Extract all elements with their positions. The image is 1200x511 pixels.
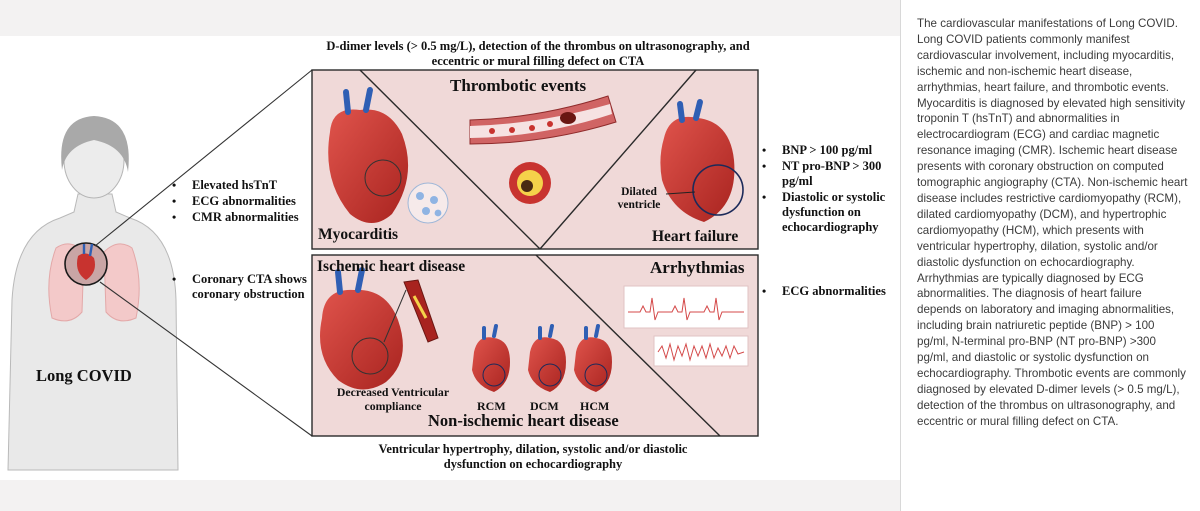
label-hcm: HCM [580, 399, 609, 414]
arrhythmia-criterion: ECG abnormalities [762, 284, 898, 299]
patient-body [8, 194, 178, 470]
heart-failure-criteria-list: BNP > 100 pg/ml NT pro-BNP > 300 pg/ml D… [762, 143, 898, 236]
panel-title-heart-failure: Heart failure [652, 228, 738, 246]
immune-cell-2 [430, 196, 438, 204]
immune-cell-3 [422, 207, 430, 215]
caption-panel[interactable]: The cardiovascular manifestations of Lon… [900, 0, 1200, 511]
immune-cell-4 [435, 210, 442, 217]
blood-cell-2 [509, 127, 515, 133]
label-rcm: RCM [477, 399, 506, 414]
heart-failure-criterion: BNP > 100 pg/ml [762, 143, 898, 158]
immune-cell-1 [416, 192, 424, 200]
panel-title-non-ischemic: Non-ischemic heart disease [428, 411, 619, 431]
myocarditis-criteria-list: Elevated hsTnT ECG abnormalities CMR abn… [172, 178, 312, 226]
myocarditis-criterion: CMR abnormalities [172, 210, 312, 225]
thrombus-clot [560, 112, 576, 124]
label-decreased-compliance: Decreased Ventricular compliance [318, 385, 468, 413]
myocarditis-criterion: Elevated hsTnT [172, 178, 312, 193]
blood-cell-1 [489, 128, 495, 134]
panel-title-thrombotic: Thrombotic events [450, 76, 586, 96]
ischemic-criterion: Coronary CTA shows coronary obstruction [172, 272, 312, 302]
thrombotic-diagnosis-caption: D-dimer levels (> 0.5 mg/L), detection o… [318, 39, 758, 68]
non-ischemic-diagnosis-caption: Ventricular hypertrophy, dilation, systo… [358, 442, 708, 472]
heart-failure-criterion: Diastolic or systolic dysfunction on ech… [762, 190, 898, 235]
lung-right [104, 244, 139, 321]
label-dilated-ventricle: Dilated ventricle [606, 186, 672, 212]
myocarditis-criterion: ECG abnormalities [172, 194, 312, 209]
arrhythmia-criteria-list: ECG abnormalities [762, 284, 898, 300]
inflamed-tissue-circle [408, 183, 448, 223]
panel-title-myocarditis: Myocarditis [318, 226, 398, 244]
vessel-cross-section-clot [521, 180, 533, 192]
figure-caption-text: The cardiovascular manifestations of Lon… [917, 16, 1189, 430]
figure-area: D-dimer levels (> 0.5 mg/L), detection o… [0, 0, 900, 511]
panel-title-arrhythmias: Arrhythmias [650, 258, 744, 278]
heart-failure-criterion: NT pro-BNP > 300 pg/ml [762, 159, 898, 189]
label-dcm: DCM [530, 399, 559, 414]
panel-title-ischemic: Ischemic heart disease [317, 258, 465, 276]
ischemic-criteria-list: Coronary CTA shows coronary obstruction [172, 272, 312, 303]
long-covid-label: Long COVID [36, 366, 132, 386]
blood-cell-4 [547, 121, 553, 127]
blood-cell-3 [529, 125, 535, 131]
patient-figure [8, 116, 178, 470]
